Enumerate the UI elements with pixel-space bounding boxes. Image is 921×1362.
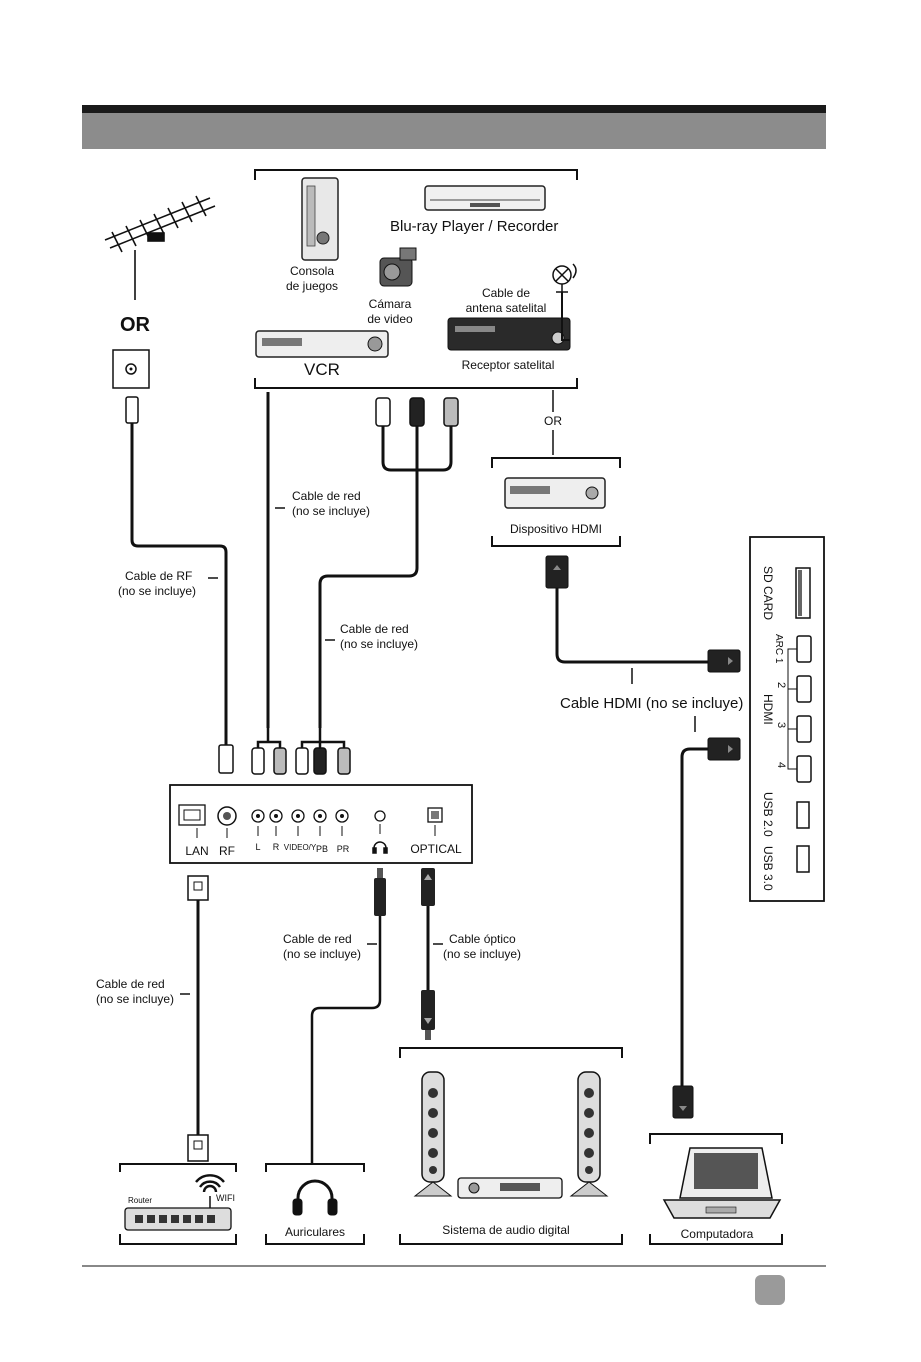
- rf-plug-bottom: [218, 744, 234, 774]
- game-console-label: Consola: [290, 264, 334, 278]
- port-r: R: [273, 842, 280, 852]
- rf-cable-label-2: (no se incluye): [118, 584, 196, 598]
- page-number-badge: [755, 1275, 785, 1305]
- speaker-right-icon: [569, 1071, 609, 1197]
- port-pr: PR: [337, 844, 350, 854]
- port-lan: LAN: [185, 844, 208, 858]
- rf-cable: [130, 423, 228, 745]
- vcr-icon: [255, 330, 389, 358]
- computer-label: Computadora: [681, 1227, 754, 1241]
- port-rf: RF: [219, 844, 235, 858]
- antenna-icon: [104, 195, 216, 300]
- audio-system-label: Sistema de audio digital: [442, 1223, 569, 1237]
- audio-receiver-icon: [457, 1177, 563, 1199]
- rca-branches: [256, 728, 346, 748]
- network-cable-label-1: Cable de red: [292, 489, 361, 503]
- rf-plug-top: [125, 396, 139, 424]
- sat-antenna-cable: [561, 292, 570, 341]
- camcorder-label-2: de video: [367, 312, 413, 326]
- satellite-receiver-icon: [447, 317, 571, 351]
- network-cable-label-2b: (no se incluye): [340, 637, 418, 651]
- receiver-label: Receptor satelital: [462, 358, 555, 372]
- hdmi-3-label: 3: [775, 722, 787, 728]
- usb3-label: USB 3.0: [761, 846, 775, 891]
- network-cable-label-1b: (no se incluye): [292, 504, 370, 518]
- rca-plugs-top: [375, 397, 459, 427]
- lan-plug-bottom: [187, 1134, 209, 1162]
- usb2-label: USB 2.0: [761, 792, 775, 837]
- satellite-dish-icon: [552, 263, 577, 293]
- port-l: L: [255, 842, 260, 852]
- audio-system-bracket: [399, 1047, 623, 1245]
- hdmi-cable-2: [680, 747, 708, 1086]
- wifi-icon: [195, 1174, 225, 1193]
- hdmi-2-label: 2: [775, 682, 787, 688]
- lan-cable-label: Cable de red: [96, 977, 165, 991]
- source-devices-bracket: [254, 169, 578, 389]
- hdmi-arc1-label: ARC 1: [773, 634, 784, 664]
- hdmi-plug-device: [545, 555, 569, 589]
- headphone-cable: [310, 916, 382, 1165]
- port-pb: PB: [316, 844, 328, 854]
- hdmi-group-label: HDMI: [761, 694, 775, 725]
- header-bar: [82, 105, 826, 149]
- hdmi-plug-tv-2: [707, 737, 741, 761]
- rca-plugs-bottom: [251, 747, 351, 775]
- hdmi-cable-1: [555, 588, 710, 664]
- optical-cable-label-2: (no se incluye): [443, 947, 521, 961]
- headphones-bracket: [265, 1163, 365, 1245]
- optical-plug-bottom: [421, 990, 435, 1040]
- wall-socket-icon: [112, 349, 150, 389]
- hdmi-device-icon: [504, 477, 606, 509]
- hdmi-cable-label: Cable HDMI (no se incluye): [560, 695, 743, 712]
- or-antenna-label: OR: [120, 314, 151, 336]
- headphone-cable-label: Cable de red: [283, 932, 352, 946]
- hdmi-device-bracket: [491, 457, 621, 547]
- hdmi-plug-computer: [672, 1085, 694, 1119]
- hdmi-plug-tv-1: [707, 649, 741, 673]
- or-hdmi-label: OR: [544, 414, 562, 428]
- laptop-icon: [662, 1147, 782, 1219]
- network-cable-label-2: Cable de red: [340, 622, 409, 636]
- side-panel: [749, 536, 825, 902]
- sat-cable-label: Cable de: [482, 286, 530, 300]
- port-optical: OPTICAL: [410, 842, 462, 856]
- lan-cable-label-2: (no se incluye): [96, 992, 174, 1006]
- component-cable: [318, 426, 453, 728]
- hdmi-device-label: Dispositivo HDMI: [510, 522, 602, 536]
- camcorder-label: Cámara: [369, 297, 412, 311]
- port-video-y: VIDEO/Y: [284, 843, 317, 852]
- blu-ray-label: Blu-ray Player / Recorder: [390, 218, 558, 235]
- rf-cable-label: Cable de RF: [125, 569, 192, 583]
- speaker-left-icon: [413, 1071, 453, 1197]
- router-bracket: [119, 1163, 237, 1245]
- sd-card-label: SD CARD: [761, 566, 775, 620]
- router-icon: [124, 1196, 232, 1231]
- game-console-label-2: de juegos: [286, 279, 338, 293]
- headphones-label: Auriculares: [285, 1225, 345, 1239]
- camcorder-icon: [379, 247, 417, 287]
- wifi-label: WIFI: [216, 1193, 235, 1203]
- sat-cable-label-2: antena satelital: [466, 301, 547, 315]
- blu-ray-player-icon: [424, 185, 546, 211]
- router-label: Router: [128, 1196, 152, 1205]
- optical-plug-top: [421, 868, 435, 906]
- optical-cable-label: Cable óptico: [449, 932, 516, 946]
- computer-bracket: [649, 1133, 783, 1245]
- headphone-port-icon: [372, 841, 388, 854]
- headphone-plug: [374, 868, 386, 916]
- headphones-icon: [292, 1179, 338, 1216]
- game-console-icon: [301, 177, 339, 261]
- back-panel: [169, 784, 473, 864]
- vcr-label: VCR: [304, 360, 340, 379]
- headphone-cable-label-2: (no se incluye): [283, 947, 361, 961]
- lan-plug-top: [187, 875, 209, 901]
- hdmi-4-label: 4: [775, 762, 787, 768]
